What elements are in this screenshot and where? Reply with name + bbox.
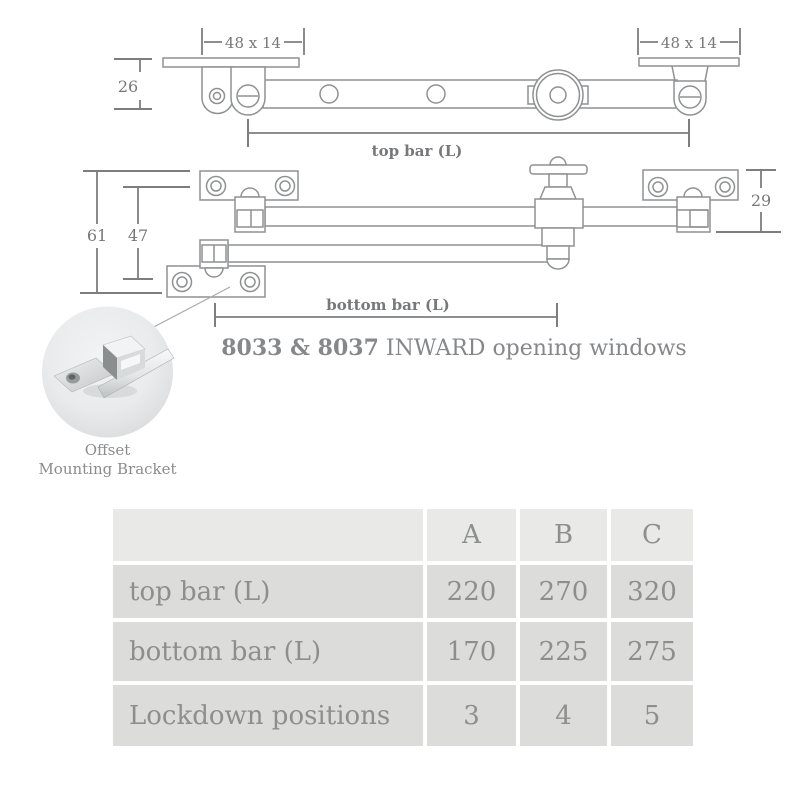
table-header-col-b: B [520, 509, 607, 561]
dim-48x14-right: 48 x 14 [637, 28, 741, 55]
table-header-blank [113, 509, 423, 561]
table-header-col-a: A [427, 509, 516, 561]
bar-hole [426, 84, 446, 104]
inset-leader-line [147, 286, 231, 331]
product-description: INWARD opening windows [378, 336, 687, 361]
product-title: 8033 & 8037 INWARD opening windows [130, 335, 778, 362]
table-cell-lockdown-c: 5 [611, 685, 693, 746]
table-row-label-top-bar: top bar (L) [113, 565, 423, 618]
lower-arm [227, 244, 559, 263]
dim-label-48x14-right: 48 x 14 [661, 34, 717, 52]
dim-label-top-bar: top bar (L) [372, 142, 463, 160]
product-model-numbers: 8033 & 8037 [221, 335, 379, 361]
technical-drawing: 48 x 14 48 x 14 26 [42, 28, 781, 438]
table-cell-top-bar-b: 270 [520, 565, 607, 618]
top-left-pivot-lobes [201, 66, 266, 116]
dim-label-61: 61 [87, 226, 107, 245]
dim-label-bottom-bar: bottom bar (L) [326, 296, 450, 314]
lower-arm-left-hinge [199, 239, 229, 278]
table-cell-top-bar-c: 320 [611, 565, 693, 618]
top-left-mount-bracket [162, 57, 300, 68]
dim-61: 61 [80, 170, 190, 294]
top-right-mount-bracket [638, 57, 740, 116]
top-bar-diagram: 48 x 14 48 x 14 26 [114, 28, 741, 160]
top-bar [262, 79, 678, 109]
upper-arm [264, 206, 678, 227]
dim-29: 29 [716, 169, 781, 233]
table-cell-bottom-bar-b: 225 [520, 622, 607, 681]
dim-label-29: 29 [751, 191, 771, 210]
table-header-col-c: C [611, 509, 693, 561]
bar-hole [319, 84, 339, 104]
dim-bottom-bar-length: bottom bar (L) [214, 296, 558, 327]
inset-caption: Offset Mounting Bracket [20, 441, 195, 479]
mid-top-right-plate [642, 169, 739, 201]
photo-clamp [102, 335, 146, 380]
table-row-label-bottom-bar: bottom bar (L) [113, 622, 423, 681]
table-cell-lockdown-b: 4 [520, 685, 607, 746]
dim-label-26: 26 [118, 77, 138, 96]
table-cell-top-bar-a: 220 [427, 565, 516, 618]
offset-bracket-photo [42, 306, 175, 438]
spec-table: A B C top bar (L) 220 270 320 bottom bar… [113, 509, 693, 746]
dim-label-47: 47 [128, 226, 148, 245]
table-cell-bottom-bar-c: 275 [611, 622, 693, 681]
dim-48x14-left: 48 x 14 [201, 28, 305, 55]
inset-caption-line1: Offset [84, 441, 131, 459]
locking-thumbscrew [529, 156, 588, 270]
bottom-bar-diagram: 61 47 29 [80, 156, 781, 327]
adjustment-knob [527, 69, 589, 121]
table-row-label-lockdown: Lockdown positions [113, 685, 423, 746]
table-cell-lockdown-a: 3 [427, 685, 516, 746]
dim-top-bar-length: top bar (L) [247, 119, 690, 160]
upper-arm-left-hinge [234, 187, 266, 233]
upper-arm-right-hinge [676, 187, 711, 233]
dim-label-48x14-left: 48 x 14 [225, 34, 281, 52]
dim-26: 26 [114, 58, 152, 110]
dim-47: 47 [123, 186, 190, 280]
table-cell-bottom-bar-a: 170 [427, 622, 516, 681]
inset-caption-line2: Mounting Bracket [38, 460, 177, 478]
